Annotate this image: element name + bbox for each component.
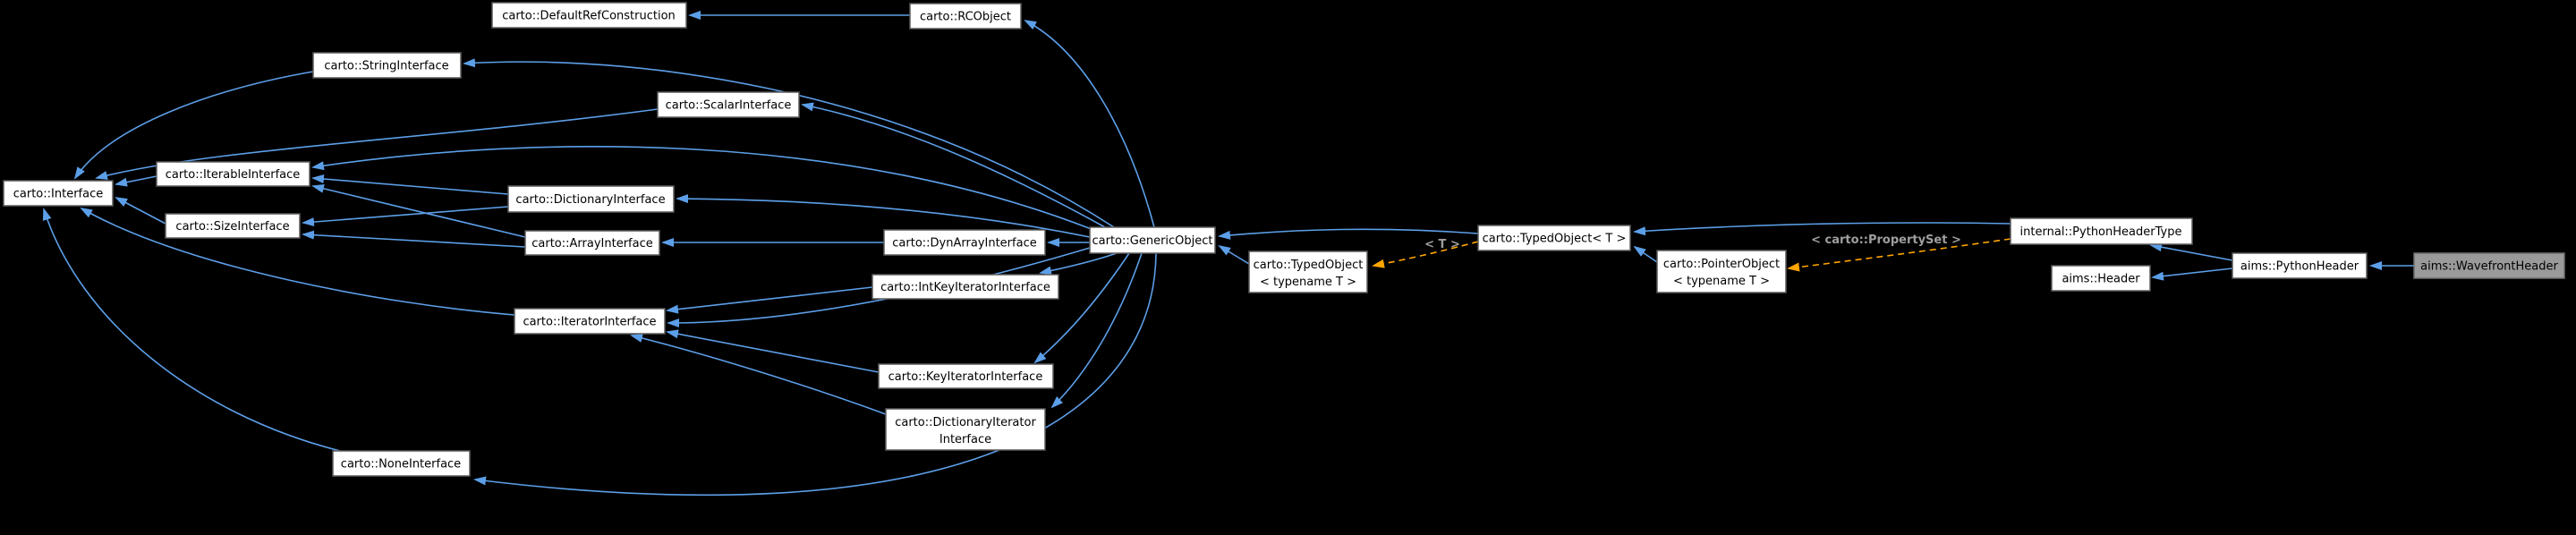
svg-text:< typename T >: < typename T > bbox=[1260, 276, 1356, 289]
edges: < T > < carto::PropertySet > bbox=[42, 11, 2414, 497]
node-carto-interface[interactable]: carto::Interface bbox=[3, 180, 114, 207]
svg-text:aims::WavefrontHeader: aims::WavefrontHeader bbox=[2420, 260, 2558, 274]
edge-scalarinterface-to-interface bbox=[95, 108, 659, 180]
edge-sizeinterface-to-interface bbox=[115, 197, 166, 225]
svg-text:carto::IterableInterface: carto::IterableInterface bbox=[166, 168, 301, 182]
edge-keyiteratorinterface-to-iteratorinterface bbox=[666, 329, 880, 373]
edge-genericobject-to-scalarinterface bbox=[801, 102, 1106, 228]
edge-stringinterface-to-interface bbox=[73, 71, 314, 180]
edge-iterableinterface-to-interface bbox=[115, 175, 157, 187]
node-carto-scalarinterface[interactable]: carto::ScalarInterface bbox=[657, 91, 800, 118]
edge-genericobject-to-iterableinterface bbox=[311, 145, 1094, 231]
edge-aimspythonheader-to-pythonheadertype bbox=[2149, 242, 2233, 261]
node-aims-header[interactable]: aims::Header bbox=[2051, 265, 2151, 292]
svg-text:carto::ArrayInterface: carto::ArrayInterface bbox=[531, 237, 652, 251]
edge-dictionaryinterface-to-iterableinterface bbox=[311, 174, 509, 195]
edge-dictionaryinterface-to-sizeinterface bbox=[302, 206, 509, 227]
node-carto-intkeyiteratorinterface[interactable]: carto::IntKeyIteratorInterface bbox=[871, 274, 1059, 300]
edge-intkeyiteratorinterface-to-iteratorinterface bbox=[666, 286, 873, 314]
edge-pythonheadertype-to-typedobjectt bbox=[1633, 222, 2011, 236]
svg-text:< typename T >: < typename T > bbox=[1673, 275, 1770, 288]
node-carto-dictionaryiteratorinterface[interactable]: carto::DictionaryIterator Interface bbox=[885, 408, 1046, 451]
edge-genericobject-to-stringinterface bbox=[463, 58, 1115, 228]
svg-text:carto::SizeInterface: carto::SizeInterface bbox=[175, 220, 289, 234]
node-carto-noneinterface[interactable]: carto::NoneInterface bbox=[332, 450, 471, 477]
node-carto-genericobject[interactable]: carto::GenericObject bbox=[1089, 226, 1216, 254]
svg-text:internal::PythonHeaderType: internal::PythonHeaderType bbox=[2020, 225, 2182, 239]
template-edge-pythonheadertype-to-pointerobject bbox=[1787, 238, 2011, 272]
edge-genericobject-to-keyiteratorinterface bbox=[1033, 252, 1130, 364]
edge-aimspythonheader-to-aimsheader bbox=[2151, 268, 2233, 281]
edge-genericobject-to-iteratorinterface bbox=[667, 247, 1091, 327]
svg-text:carto::IteratorInterface: carto::IteratorInterface bbox=[523, 316, 656, 329]
node-carto-dictionaryinterface[interactable]: carto::DictionaryInterface bbox=[507, 185, 675, 213]
node-carto-sizeinterface[interactable]: carto::SizeInterface bbox=[165, 213, 301, 239]
edge-typedobjecttemplate-to-genericobject bbox=[1218, 244, 1250, 265]
nodes: carto::Interface carto::DefaultRefConstr… bbox=[3, 2, 2565, 477]
svg-text:carto::ScalarInterface: carto::ScalarInterface bbox=[666, 99, 792, 113]
node-aims-pythonheader[interactable]: aims::PythonHeader bbox=[2232, 252, 2368, 279]
node-internal-pythonheadertype[interactable]: internal::PythonHeaderType bbox=[2010, 217, 2193, 245]
edge-genericobject-to-dictionaryinterface bbox=[676, 194, 1091, 238]
svg-text:carto::DynArrayInterface: carto::DynArrayInterface bbox=[892, 237, 1036, 251]
node-carto-dynarrayinterface[interactable]: carto::DynArrayInterface bbox=[883, 229, 1046, 256]
edge-genericobject-to-intkeyiteratorinterface bbox=[1039, 252, 1118, 276]
svg-text:carto::NoneInterface: carto::NoneInterface bbox=[341, 458, 461, 471]
edge-noneinterface-to-interface bbox=[42, 208, 341, 452]
svg-text:carto::DefaultRefConstruction: carto::DefaultRefConstruction bbox=[502, 10, 676, 23]
node-carto-iterableinterface[interactable]: carto::IterableInterface bbox=[156, 161, 310, 187]
node-carto-arrayinterface[interactable]: carto::ArrayInterface bbox=[524, 230, 660, 256]
node-aims-wavefrontheader-current: aims::WavefrontHeader bbox=[2413, 252, 2565, 279]
edge-genericobject-to-dictionaryiteratorinterface bbox=[1050, 252, 1143, 409]
edge-dictionaryiteratorinterface-to-iteratorinterface bbox=[630, 334, 887, 415]
svg-text:carto::TypedObject< T >: carto::TypedObject< T > bbox=[1483, 233, 1627, 246]
svg-text:carto::Interface: carto::Interface bbox=[13, 188, 103, 201]
svg-text:carto::IntKeyIteratorInterface: carto::IntKeyIteratorInterface bbox=[880, 281, 1050, 294]
node-carto-keyiteratorinterface[interactable]: carto::KeyIteratorInterface bbox=[878, 363, 1054, 389]
template-edge-typedobjectt-to-typedobjecttemplate bbox=[1372, 241, 1479, 268]
svg-text:carto::RCObject: carto::RCObject bbox=[920, 11, 1011, 24]
template-instantiation-label-t: < T > bbox=[1424, 238, 1460, 251]
edge-iteratorinterface-to-interface bbox=[80, 208, 515, 316]
svg-text:Interface: Interface bbox=[939, 433, 991, 446]
edge-pointerobject-to-typedobjectt bbox=[1633, 245, 1658, 263]
node-carto-defaultrefconstruction[interactable]: carto::DefaultRefConstruction bbox=[491, 2, 687, 29]
node-carto-pointerobject-template[interactable]: carto::PointerObject < typename T > bbox=[1656, 250, 1787, 293]
edge-genericobject-to-noneinterface bbox=[473, 252, 1157, 497]
svg-text:carto::PointerObject: carto::PointerObject bbox=[1663, 258, 1780, 271]
svg-text:aims::Header: aims::Header bbox=[2062, 273, 2140, 286]
svg-text:carto::GenericObject: carto::GenericObject bbox=[1092, 234, 1212, 248]
svg-text:carto::TypedObject: carto::TypedObject bbox=[1254, 259, 1364, 272]
svg-text:carto::DictionaryIterator: carto::DictionaryIterator bbox=[895, 416, 1036, 429]
edge-arrayinterface-to-sizeinterface bbox=[302, 230, 526, 248]
svg-text:carto::KeyIteratorInterface: carto::KeyIteratorInterface bbox=[888, 370, 1043, 384]
svg-text:carto::DictionaryInterface: carto::DictionaryInterface bbox=[515, 193, 665, 207]
edge-arrayinterface-to-iterableinterface bbox=[311, 183, 526, 238]
template-instantiation-label-propertyset: < carto::PropertySet > bbox=[1811, 234, 1961, 247]
edge-typedobjectt-to-genericobject bbox=[1218, 228, 1479, 240]
svg-text:carto::StringInterface: carto::StringInterface bbox=[324, 60, 448, 73]
svg-text:aims::PythonHeader: aims::PythonHeader bbox=[2240, 260, 2359, 274]
node-carto-typedobject-template[interactable]: carto::TypedObject < typename T > bbox=[1248, 251, 1368, 293]
node-carto-typedobject-t[interactable]: carto::TypedObject< T > bbox=[1477, 225, 1631, 251]
edge-genericobject-to-rcobject bbox=[1024, 20, 1155, 228]
node-carto-stringinterface[interactable]: carto::StringInterface bbox=[312, 52, 462, 79]
node-carto-iteratorinterface[interactable]: carto::IteratorInterface bbox=[514, 308, 666, 335]
node-carto-rcobject[interactable]: carto::RCObject bbox=[909, 3, 1022, 30]
